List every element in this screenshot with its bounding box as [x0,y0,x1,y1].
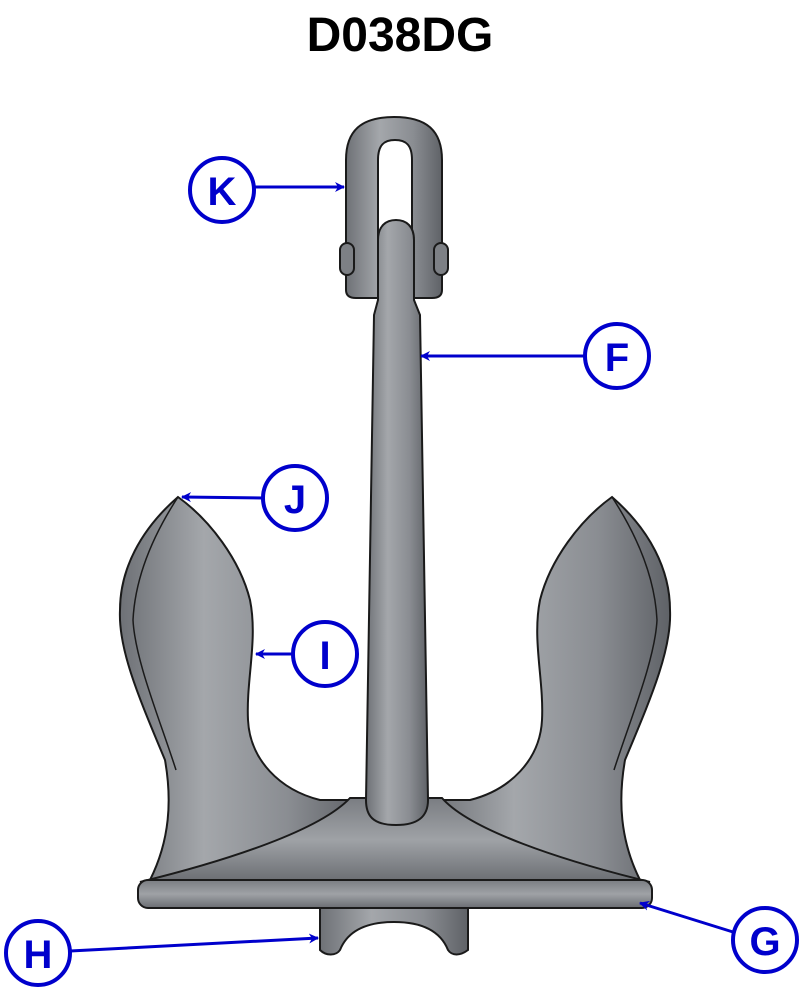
shackle-pin-right [433,242,449,276]
callout-label-j: J [284,478,306,522]
callout-label-k: K [208,170,237,214]
callout-k: K [188,156,345,224]
callout-j: J [181,464,329,532]
shank [364,218,430,827]
callout-f: F [420,322,651,390]
crown-plate [139,797,651,883]
callout-h: H [4,919,319,987]
callout-label-g: G [749,920,780,964]
crown-bottom-block [319,904,469,956]
callout-label-i: I [319,634,330,678]
callout-label-f: F [605,336,629,380]
callout-label-h: H [24,933,53,977]
callout-i: I [255,620,359,688]
shackle [345,115,443,299]
left-fluke-ridge [132,496,179,771]
diagram-title: D038DG [306,9,494,62]
right-fluke-ridge [611,496,658,771]
callout-g: G [639,900,799,974]
crown-base-plate [137,879,653,909]
shackle-pin-left [339,242,355,276]
